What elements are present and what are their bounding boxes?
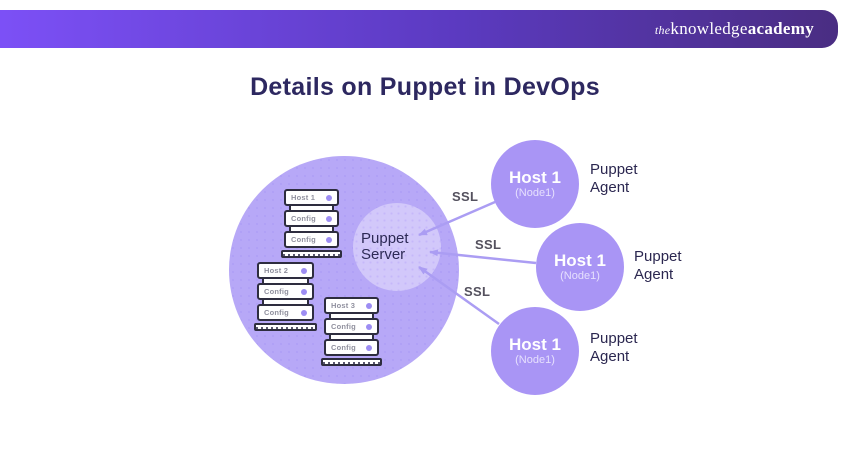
host-circle-3: Host 1 (Node1) bbox=[491, 307, 579, 395]
server-stack-host1: Host 1 Config Config bbox=[281, 189, 342, 258]
server-unit: Host 1 bbox=[284, 189, 339, 206]
host-circle-2: Host 1 (Node1) bbox=[536, 223, 624, 311]
server-unit-label: Config bbox=[331, 343, 356, 352]
server-stack-host3: Host 3 Config Config bbox=[321, 297, 382, 366]
puppet-agent-label-3: Puppet Agent bbox=[590, 330, 638, 366]
ssl-label-2: SSL bbox=[475, 237, 502, 252]
rack-base bbox=[281, 250, 342, 258]
agent-label-line2: Agent bbox=[590, 179, 630, 196]
puppet-server-label: Puppet Server bbox=[361, 231, 409, 263]
agent-label-line1: Puppet bbox=[590, 161, 638, 178]
agent-label-line2: Agent bbox=[590, 348, 630, 365]
server-unit-label: Config bbox=[331, 322, 356, 331]
drive-led-icon bbox=[366, 344, 372, 351]
header-bar: theknowledgeacademy bbox=[0, 10, 838, 48]
drive-led-icon bbox=[301, 267, 307, 274]
drive-led-icon bbox=[366, 323, 372, 330]
rack-connector bbox=[262, 279, 309, 283]
rack-base bbox=[254, 323, 317, 331]
rack-connector bbox=[262, 300, 309, 304]
host-circle-1: Host 1 (Node1) bbox=[491, 140, 579, 228]
server-unit: Config bbox=[257, 283, 314, 300]
drive-led-icon bbox=[326, 194, 332, 201]
server-unit: Config bbox=[284, 210, 339, 227]
server-unit-label: Host 3 bbox=[331, 301, 356, 310]
host-node: (Node1) bbox=[560, 270, 600, 282]
server-unit-label: Host 2 bbox=[264, 266, 289, 275]
server-stack-host2: Host 2 Config Config bbox=[254, 262, 317, 331]
server-unit: Config bbox=[284, 231, 339, 248]
agent-label-line1: Puppet bbox=[634, 248, 682, 265]
server-unit-label: Config bbox=[291, 214, 316, 223]
logo-academy: academy bbox=[747, 19, 814, 38]
ssl-label-1: SSL bbox=[452, 189, 479, 204]
page-title: Details on Puppet in DevOps bbox=[250, 73, 600, 101]
server-unit: Host 3 bbox=[324, 297, 379, 314]
host-node: (Node1) bbox=[515, 354, 555, 366]
host-name: Host 1 bbox=[554, 251, 606, 270]
rack-base bbox=[321, 358, 382, 366]
ssl-label-3: SSL bbox=[464, 284, 491, 299]
logo-the: the bbox=[654, 23, 671, 37]
puppet-server-label-line2: Server bbox=[361, 246, 406, 263]
host-node: (Node1) bbox=[515, 187, 555, 199]
rack-connector bbox=[288, 227, 335, 231]
knowledge-academy-logo: theknowledgeacademy bbox=[655, 19, 814, 39]
server-unit: Config bbox=[324, 318, 379, 335]
rack-connector bbox=[328, 335, 375, 339]
server-unit: Config bbox=[257, 304, 314, 321]
server-unit-label: Config bbox=[264, 308, 289, 317]
rack-connector bbox=[288, 206, 335, 210]
drive-led-icon bbox=[301, 288, 307, 295]
drive-led-icon bbox=[326, 236, 332, 243]
rack-connector bbox=[328, 314, 375, 318]
logo-knowledge: knowledge bbox=[670, 19, 748, 38]
server-unit-label: Host 1 bbox=[291, 193, 316, 202]
puppet-agent-label-2: Puppet Agent bbox=[634, 248, 682, 284]
agent-label-line2: Agent bbox=[634, 266, 674, 283]
agent-label-line1: Puppet bbox=[590, 330, 638, 347]
drive-led-icon bbox=[301, 309, 307, 316]
drive-led-icon bbox=[366, 302, 372, 309]
host-name: Host 1 bbox=[509, 335, 561, 354]
server-unit-label: Config bbox=[291, 235, 316, 244]
server-unit: Config bbox=[324, 339, 379, 356]
server-unit-label: Config bbox=[264, 287, 289, 296]
puppet-agent-label-1: Puppet Agent bbox=[590, 161, 638, 197]
puppet-server-label-line1: Puppet bbox=[361, 230, 409, 247]
server-unit: Host 2 bbox=[257, 262, 314, 279]
drive-led-icon bbox=[326, 215, 332, 222]
host-name: Host 1 bbox=[509, 168, 561, 187]
